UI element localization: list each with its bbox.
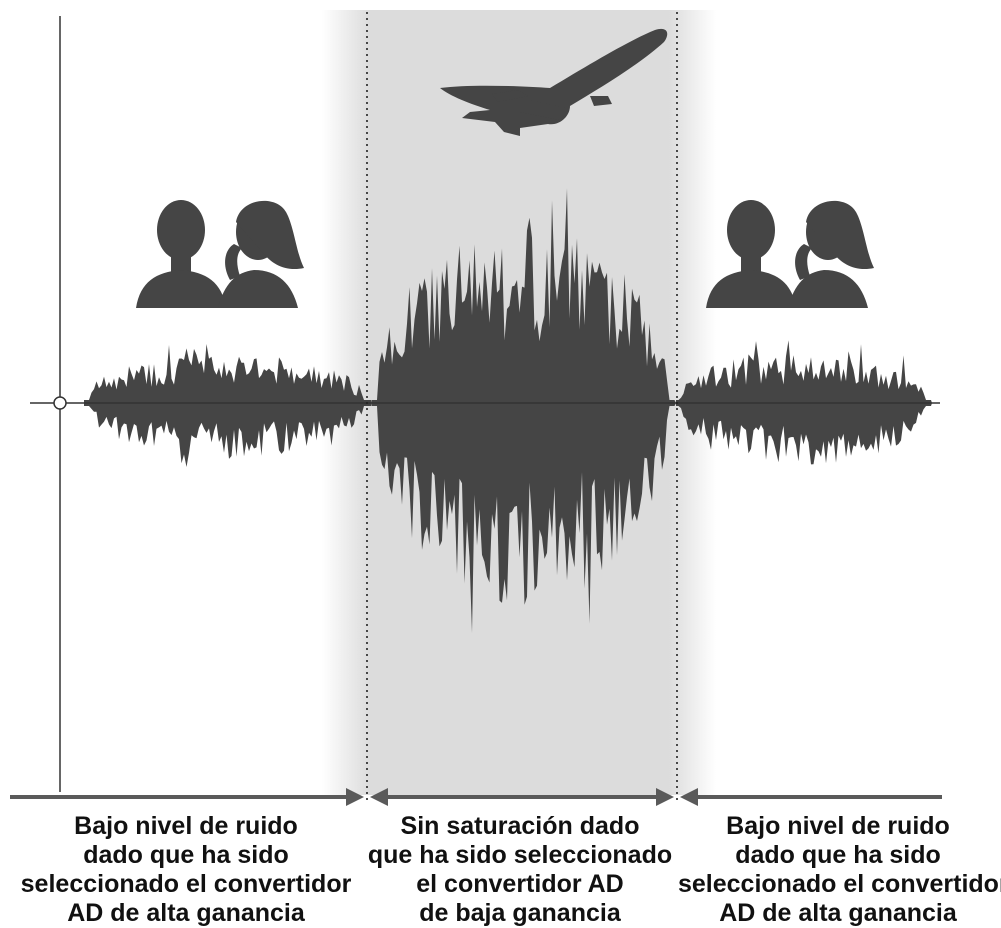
left-people-icon: [136, 200, 304, 308]
caption-right: Bajo nivel de ruido dado que ha sido sel…: [678, 812, 1001, 928]
caption-line: seleccionado el convertidor: [678, 870, 1001, 898]
caption-line: seleccionado el convertidor: [20, 870, 352, 898]
caption-line: el convertidor AD: [416, 870, 624, 898]
waveform-segment: [372, 188, 676, 633]
caption-line: AD de alta ganancia: [67, 899, 305, 927]
caption-line: Bajo nivel de ruido: [726, 812, 950, 840]
caption-middle: Sin saturación dado que ha sido seleccio…: [362, 812, 678, 928]
caption-line: Bajo nivel de ruido: [74, 812, 298, 840]
airplane-icon: [440, 28, 668, 137]
caption-line: dado que ha sido: [83, 841, 289, 869]
caption-line: Sin saturación dado: [400, 812, 640, 840]
range-arrows: [10, 788, 942, 806]
caption-line: AD de alta ganancia: [719, 899, 957, 927]
caption-line: que ha sido seleccionado: [367, 841, 673, 869]
caption-line: dado que ha sido: [735, 841, 941, 869]
right-people-icon: [706, 200, 874, 308]
axis-origin: [53, 396, 67, 410]
caption-left: Bajo nivel de ruido dado que ha sido sel…: [10, 812, 362, 928]
caption-line: de baja ganancia: [419, 899, 621, 927]
waveform-segment: [84, 344, 372, 467]
